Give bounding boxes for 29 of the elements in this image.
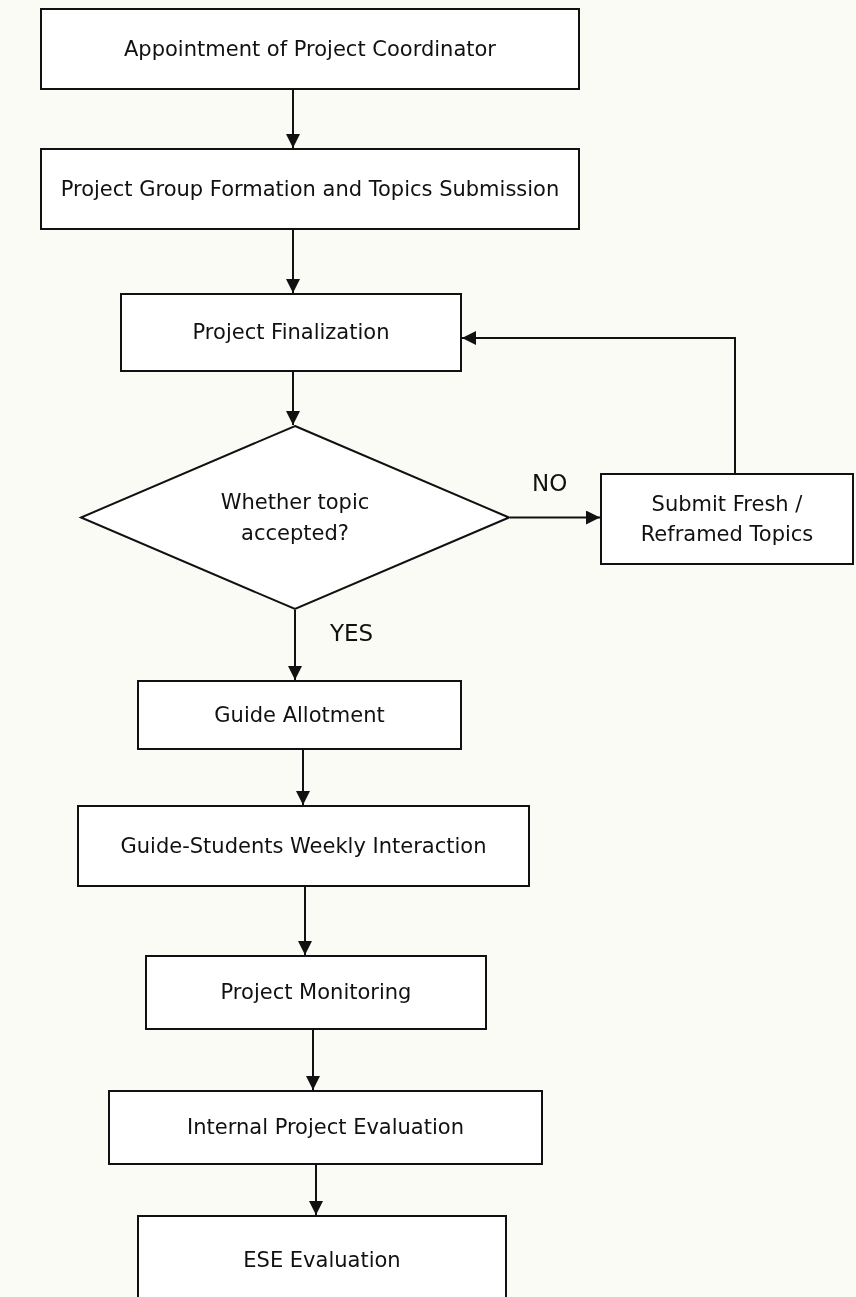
arrow [286,229,300,294]
process-box [77,805,530,887]
process-box [600,473,854,565]
arrow [306,1029,320,1091]
arrow [509,510,601,525]
process-box [145,955,487,1030]
node-text: Project Group Formation and Topics Submission [60,175,560,203]
process-box [108,1090,543,1165]
arrow [461,331,736,474]
arrow [286,89,300,149]
process-box [137,1215,507,1297]
node-text: Project Finalization [192,319,390,347]
node-text: Internal Project Evaluation [187,1114,464,1142]
process-box [120,293,462,372]
arrow [309,1164,323,1216]
node-text: Guide Allotment [214,701,385,729]
process-box [40,148,580,230]
node-text: Guide-Students Weekly Interaction [120,832,487,860]
arrow [296,749,310,806]
arrow [298,886,312,956]
process-box [137,680,462,750]
arrow [288,609,302,681]
node-text: Project Monitoring [220,979,412,1007]
node-text: Whether topic accepted? [219,489,371,547]
process-box [40,8,580,90]
node-text: Submit Fresh / Reframed Topics [639,490,815,548]
arrow [286,371,300,426]
node-text: Appointment of Project Coordinator [124,35,496,63]
node-text: ESE Evaluation [243,1246,401,1274]
